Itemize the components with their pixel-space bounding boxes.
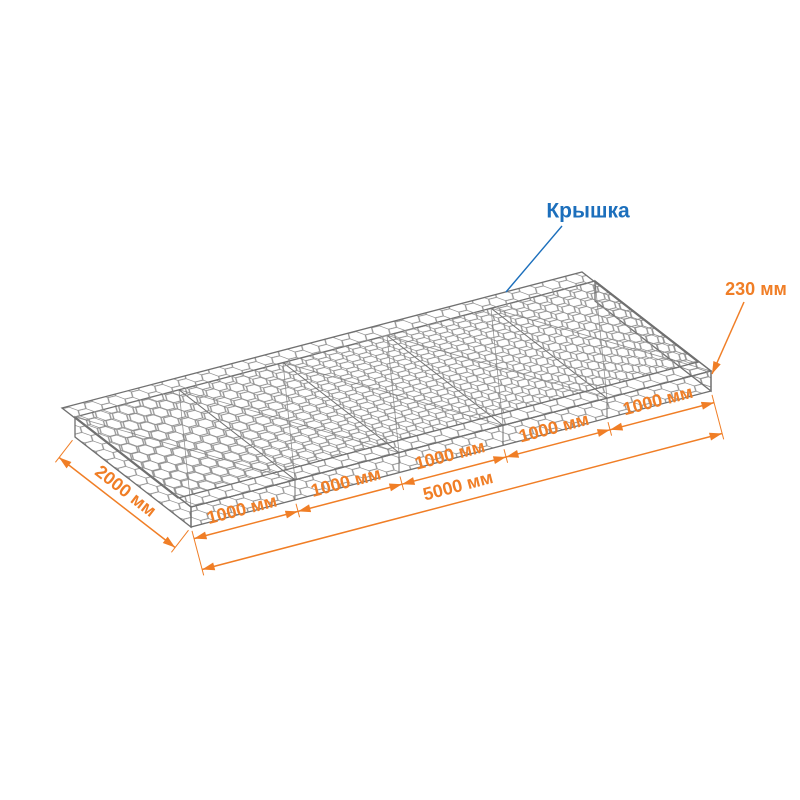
dimension-lines (55, 301, 745, 576)
total-length-dimension-line (201, 432, 723, 571)
total-length-label: 5000 мм (421, 467, 495, 504)
lid-callout-label: Крышка (546, 200, 630, 223)
width-extension-lines (55, 439, 189, 553)
thickness-leader-arrow (711, 301, 745, 375)
lid-callout: Крышка (505, 200, 630, 293)
width-dimension-line (58, 456, 176, 549)
thickness-label: 230 мм (725, 279, 787, 299)
lid-callout-leader (505, 225, 563, 293)
